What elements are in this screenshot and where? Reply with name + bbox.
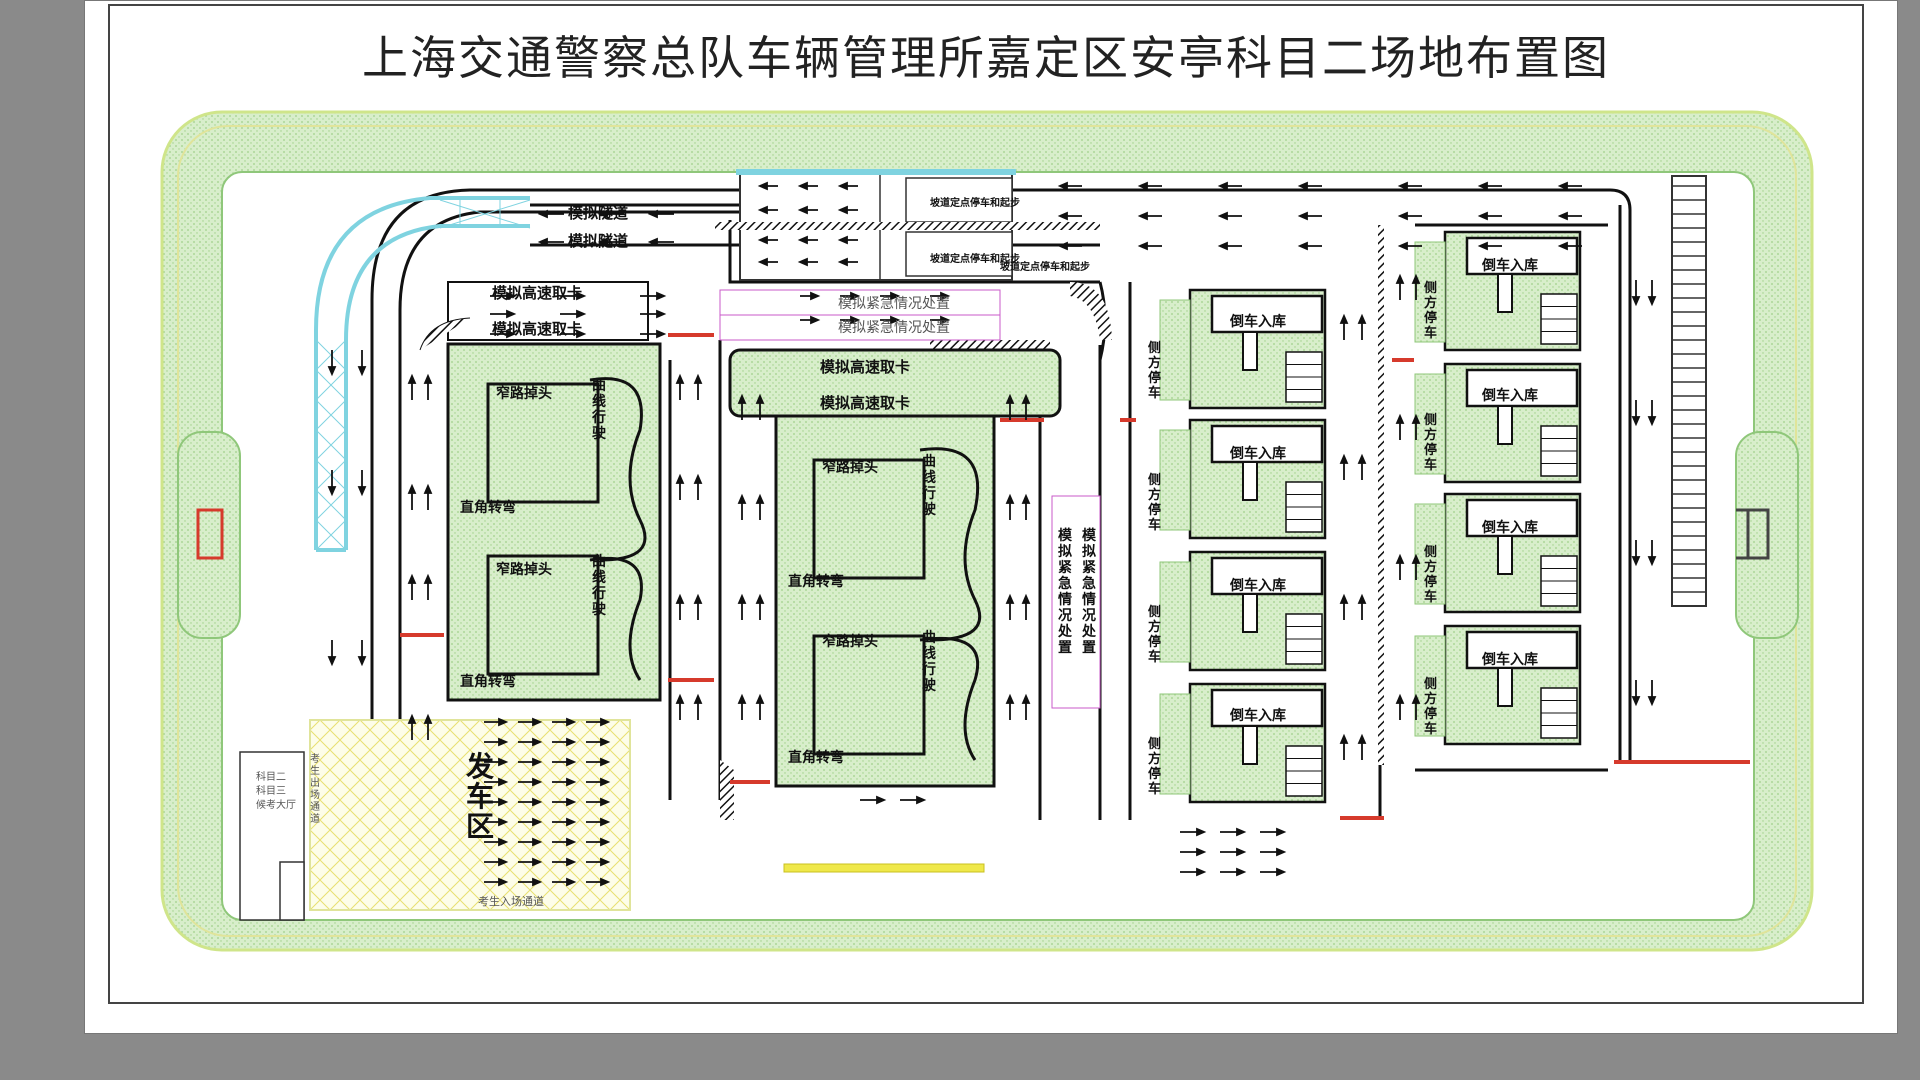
narrow-label-3: 窄路掉头 — [822, 459, 878, 476]
side-park-label-3: 侧方停车 — [1148, 604, 1161, 665]
drawing-frame — [108, 4, 1864, 1004]
parking-stripes — [1671, 175, 1707, 607]
traffic-arrows — [327, 181, 1657, 887]
narrow-label-2: 窄路掉头 — [496, 561, 552, 578]
yellow-marker — [783, 863, 985, 873]
reverse-label-6: 倒车入库 — [1481, 387, 1538, 404]
tunnel-truss — [315, 199, 531, 551]
reverse-label-1: 倒车入库 — [1229, 313, 1286, 330]
reverse-label-2: 倒车入库 — [1229, 445, 1286, 462]
slope-label-1: 坡道定点停车和起步 — [1000, 260, 1090, 273]
reverse-label-7: 倒车入库 — [1481, 519, 1538, 536]
slope-label-3: 坡道定点停车和起步 — [930, 252, 1020, 265]
reverse-label-4: 倒车入库 — [1229, 707, 1286, 724]
emergency-zone-vertical — [1051, 495, 1101, 709]
tunnel-label-1: 模拟隧道 — [568, 204, 628, 222]
side-park-label-4: 侧方停车 — [1148, 736, 1161, 797]
toll-label-4: 模拟高速取卡 — [820, 394, 910, 412]
curve-label-4: 曲线行驶 — [921, 629, 936, 694]
middle-exam-block — [728, 348, 1062, 788]
page-title: 上海交通警察总队车辆管理所嘉定区安亭科目二场地布置图 — [362, 31, 1610, 85]
slope-label-2: 坡道定点停车和起步 — [930, 196, 1020, 209]
left-exam-block — [446, 342, 662, 702]
curve-label-3: 曲线行驶 — [921, 453, 936, 518]
reverse-label-8: 倒车入库 — [1481, 651, 1538, 668]
start-area — [239, 719, 631, 921]
reverse-label-3: 倒车入库 — [1229, 577, 1286, 594]
side-park-label-7: 侧方停车 — [1424, 544, 1437, 605]
narrow-label-1: 窄路掉头 — [496, 385, 552, 402]
hall-label: 科目二科目三候考大厅 — [256, 770, 296, 811]
narrow-label-4: 窄路掉头 — [822, 633, 878, 650]
side-park-label-6: 侧方停车 — [1424, 412, 1437, 473]
right-angle-label-4: 直角转弯 — [788, 749, 844, 766]
entry-passage-label: 考生入场通道 — [478, 894, 544, 908]
reverse-label-5: 倒车入库 — [1481, 257, 1538, 274]
right-angle-label-1: 直角转弯 — [460, 499, 516, 516]
emergency-v-label-1: 模拟紧急情况处置 — [1057, 527, 1073, 656]
toll-label-2: 模拟高速取卡 — [492, 320, 582, 338]
toll-lanes — [419, 281, 649, 351]
tunnel-label-2: 模拟隧道 — [568, 232, 628, 250]
red-markers — [400, 333, 1750, 820]
emergency-label-2: 模拟紧急情况处置 — [838, 320, 950, 336]
side-park-label-5: 侧方停车 — [1424, 280, 1437, 341]
parking-column-2 — [1414, 230, 1582, 746]
emergency-v-label-2: 模拟紧急情况处置 — [1081, 527, 1097, 656]
tunnel-curve — [314, 196, 530, 552]
left-gate-icon — [196, 508, 224, 560]
right-angle-label-3: 直角转弯 — [788, 573, 844, 590]
right-gate-icon — [1736, 508, 1770, 560]
side-park-label-2: 侧方停车 — [1148, 472, 1161, 533]
side-park-label-8: 侧方停车 — [1424, 676, 1437, 737]
right-angle-label-2: 直角转弯 — [460, 673, 516, 690]
left-island — [177, 431, 241, 639]
map-labels: 模拟隧道 模拟隧道 模拟高速取卡 模拟高速取卡 模拟高速取卡 模拟高速取卡 模拟… — [460, 196, 1538, 908]
parking-column-1 — [1159, 288, 1327, 804]
road-outlines — [370, 188, 1632, 820]
exit-passage-label: 考生出场通道 — [310, 753, 320, 825]
emergency-label-1: 模拟紧急情况处置 — [838, 296, 950, 312]
side-park-label-1: 侧方停车 — [1148, 340, 1161, 401]
toll-label-3: 模拟高速取卡 — [820, 358, 910, 376]
curve-label-2: 曲线行驶 — [591, 553, 606, 618]
fa-che-qu-label: 发车区 — [465, 750, 494, 843]
curve-label-1: 曲线行驶 — [591, 377, 606, 442]
vertical-labels: 曲线行驶曲线行驶曲线行驶曲线行驶模拟紧急情况处置模拟紧急情况处置侧方停车侧方停车… — [256, 280, 1437, 843]
toll-label-1: 模拟高速取卡 — [492, 284, 582, 302]
